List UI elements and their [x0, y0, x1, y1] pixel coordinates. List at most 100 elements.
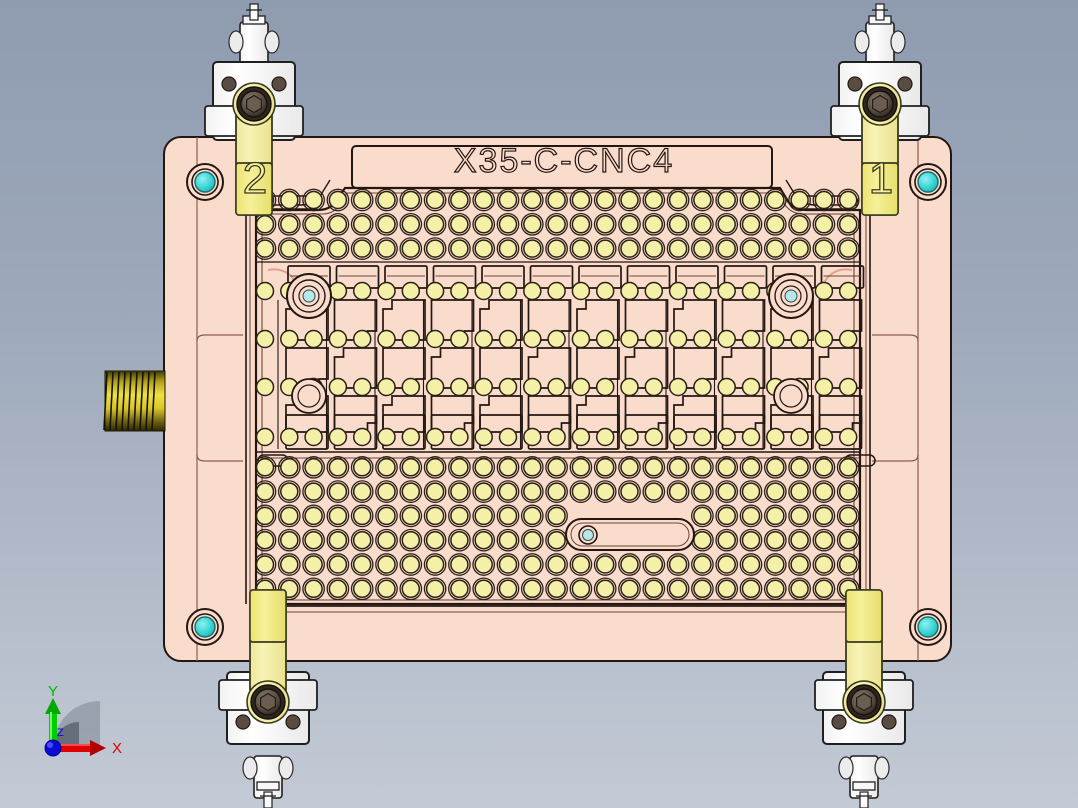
- hole-counterbore: [788, 504, 811, 528]
- grid-hole: [474, 329, 493, 349]
- hole-counterbore: [350, 237, 374, 260]
- grid-hole: [280, 427, 299, 447]
- hole-counterbore: [715, 553, 739, 576]
- port-thread-line: [109, 371, 114, 431]
- grid-hole: [255, 239, 275, 258]
- grid-hole: [717, 579, 736, 599]
- hole-counterbore: [496, 237, 520, 260]
- clamp-3-arm-lower: [249, 589, 287, 643]
- hole-counterbore: [545, 480, 568, 503]
- corner-bushing-top-left[interactable]: [194, 171, 216, 193]
- hole-counterbore: [812, 455, 836, 479]
- grid-hole: [304, 239, 323, 258]
- grid-hole: [450, 530, 469, 550]
- hole-counterbore: [399, 528, 423, 552]
- grid-hole: [304, 458, 323, 477]
- grid-hole: [668, 579, 688, 599]
- hole-counterbore: [472, 237, 496, 260]
- corner-bushing-bottom-right[interactable]: [917, 616, 939, 638]
- grid-hole: [838, 215, 858, 234]
- grid-hole: [523, 530, 542, 550]
- grid-hole: [717, 329, 736, 349]
- clamp-1-assembly[interactable]: 1: [830, 3, 930, 216]
- hole-counterbore: [302, 528, 325, 552]
- grid-hole: [693, 579, 712, 599]
- grid-hole: [352, 506, 372, 526]
- orientation-triad[interactable]: X Y Z: [44, 683, 122, 757]
- grid-hole: [450, 555, 469, 574]
- grid-hole: [838, 555, 858, 574]
- grid-hole: [474, 579, 493, 599]
- hole-counterbore: [666, 212, 690, 236]
- clamp-1-cylinder-boss-left: [854, 30, 870, 54]
- clamp-3-assembly[interactable]: [218, 589, 318, 808]
- grid-hole: [790, 555, 809, 574]
- grid-hole: [498, 482, 518, 501]
- hole-counterbore: [399, 577, 423, 601]
- clamp-2-assembly[interactable]: 2: [204, 3, 304, 216]
- hole-counterbore: [302, 480, 325, 503]
- hole-counterbore: [763, 504, 787, 528]
- hole-counterbore: [788, 528, 811, 552]
- grid-hole: [401, 555, 421, 574]
- hole-counterbore: [642, 237, 666, 260]
- grid-hole: [766, 427, 785, 447]
- hole-counterbore: [448, 237, 471, 260]
- grid-hole: [790, 215, 809, 234]
- grid-hole: [620, 427, 639, 447]
- hole-counterbore: [812, 212, 836, 236]
- hole-counterbore: [739, 480, 763, 503]
- grid-hole: [571, 458, 591, 477]
- center-obround-slot: [565, 518, 695, 551]
- clamp-2-mount-screw-right: [271, 76, 287, 92]
- corner-bushing-bottom-left[interactable]: [194, 616, 216, 638]
- clamp-4-cylinder-collar: [852, 781, 876, 791]
- hole-counterbore: [666, 188, 690, 212]
- grid-hole: [304, 329, 323, 349]
- grid-hole: [668, 190, 688, 210]
- hole-counterbore: [666, 237, 690, 260]
- hole-counterbore: [642, 553, 666, 576]
- grid-hole: [644, 579, 664, 599]
- hole-counterbore: [836, 212, 860, 236]
- hole-counterbore: [666, 455, 690, 479]
- grid-hole: [814, 377, 834, 397]
- hole-counterbore: [448, 212, 471, 236]
- grid-hole: [766, 329, 785, 349]
- grid-hole: [717, 239, 736, 258]
- hole-counterbore: [836, 553, 860, 576]
- hole-counterbore: [326, 553, 350, 576]
- grid-hole: [571, 427, 591, 447]
- hole-counterbore: [691, 577, 714, 601]
- clamp-4-assembly[interactable]: [814, 589, 914, 808]
- hole-counterbore: [691, 212, 714, 236]
- grid-hole: [668, 377, 688, 397]
- grid-hole: [450, 239, 469, 258]
- grid-hole: [328, 215, 348, 234]
- grid-hole: [571, 239, 591, 258]
- corner-bushing-top-right[interactable]: [917, 171, 939, 193]
- hole-counterbore: [569, 577, 593, 601]
- grid-hole: [668, 458, 688, 477]
- hole-counterbore: [593, 577, 617, 601]
- threaded-brass-port-group[interactable]: [103, 370, 166, 432]
- port-thread-line: [145, 371, 150, 431]
- grid-hole: [450, 190, 469, 210]
- grid-hole: [498, 329, 518, 349]
- grid-hole: [352, 281, 372, 301]
- grid-hole: [644, 239, 664, 258]
- hole-counterbore: [788, 188, 811, 212]
- grid-hole: [814, 530, 834, 550]
- hole-counterbore: [763, 188, 787, 212]
- grid-hole: [595, 458, 615, 477]
- grid-hole: [620, 281, 639, 301]
- vacuum-hole-grid: [255, 188, 860, 601]
- grid-hole: [814, 579, 834, 599]
- grid-hole: [838, 329, 858, 349]
- grid-hole: [498, 458, 518, 477]
- corner-bushing-group[interactable]: [186, 163, 947, 646]
- grid-hole: [790, 329, 809, 349]
- port-thread-line: [139, 371, 144, 431]
